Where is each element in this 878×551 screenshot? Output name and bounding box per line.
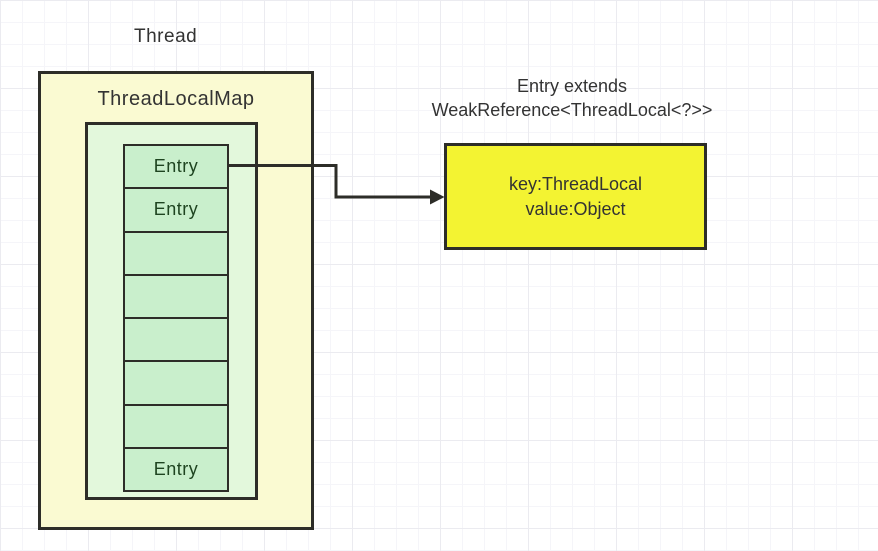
entry-caption-line2: WeakReference<ThreadLocal<?>> bbox=[431, 100, 713, 120]
thread-label: Thread bbox=[134, 26, 198, 47]
entry-detail-box: key:ThreadLocal value:Object bbox=[444, 143, 707, 250]
entry-detail-key: key:ThreadLocal bbox=[508, 173, 643, 194]
entry-cell: Entry bbox=[125, 146, 227, 188]
entry-caption: Entry extends WeakReference<ThreadLocal<… bbox=[396, 74, 748, 122]
entry-cell: Entry bbox=[125, 187, 227, 231]
entry-cell bbox=[125, 230, 227, 274]
entry-caption-line1: Entry extends bbox=[516, 76, 628, 96]
entry-detail-value: value:Object bbox=[525, 198, 626, 219]
entry-cell bbox=[125, 273, 227, 317]
entry-table: Entry Entry Entry bbox=[123, 144, 229, 492]
arrow-head-icon bbox=[430, 189, 445, 205]
entry-cell: Entry bbox=[125, 446, 227, 490]
entry-cell bbox=[125, 403, 227, 447]
entry-cell bbox=[125, 360, 227, 404]
entry-cell bbox=[125, 317, 227, 361]
threadlocalmap-title: ThreadLocalMap bbox=[97, 88, 255, 110]
